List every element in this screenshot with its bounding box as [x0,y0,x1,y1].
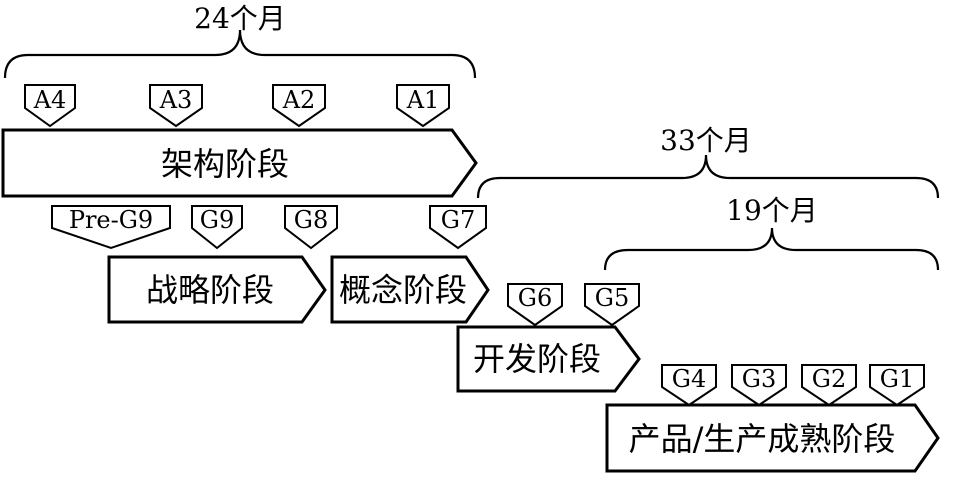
gate-G3: G3 [731,364,787,407]
gate-G5: G5 [584,283,640,327]
gate-label: G6 [518,284,552,312]
gate-G8: G8 [284,205,338,250]
phase-label: 开发阶段 [473,340,601,378]
phase-label: 架构阶段 [161,145,289,183]
gate-label: G8 [294,206,328,234]
phase-strategy: 战略阶段 [107,255,327,324]
gate-A2: A2 [272,84,326,128]
gate-A4: A4 [24,84,76,128]
gate-label: G7 [441,206,475,234]
gate-label: G1 [880,365,914,393]
gate-G7: G7 [429,205,487,250]
brace-33-months [476,154,940,199]
gate-label: G3 [742,365,776,393]
phase-label: 战略阶段 [146,271,274,309]
brace-19-months [603,227,940,271]
duration-19-months: 19个月 [726,194,818,227]
gate-G4: G4 [661,364,717,407]
phase-label: 概念阶段 [339,271,467,309]
gate-label: A1 [406,86,440,114]
gate-label: G9 [200,206,234,234]
gate-G6: G6 [507,283,563,327]
gate-label: A4 [33,86,67,114]
brace-24-months [3,29,477,79]
phase-development: 开发阶段 [456,325,641,393]
gate-A1: A1 [396,84,450,128]
phase-production-maturity: 产品/生产成熟阶段 [605,403,940,473]
gate-label: A2 [282,86,316,114]
phase-label: 产品/生产成熟阶段 [629,420,896,458]
gate-Pre-G9: Pre-G9 [51,205,171,250]
gate-label: G2 [812,365,846,393]
gate-label: A3 [159,86,193,114]
gate-label: G5 [595,284,629,312]
duration-33-months: 33个月 [660,124,752,157]
duration-24-months: 24个月 [194,2,286,35]
gate-A3: A3 [149,84,203,128]
gate-label: G4 [672,365,706,393]
phase-concept: 概念阶段 [330,255,490,324]
gate-G1: G1 [869,364,925,407]
gate-G2: G2 [801,364,857,407]
gate-G9: G9 [191,205,243,250]
phase-architecture: 架构阶段 [1,128,478,198]
gate-label: Pre-G9 [69,206,153,234]
